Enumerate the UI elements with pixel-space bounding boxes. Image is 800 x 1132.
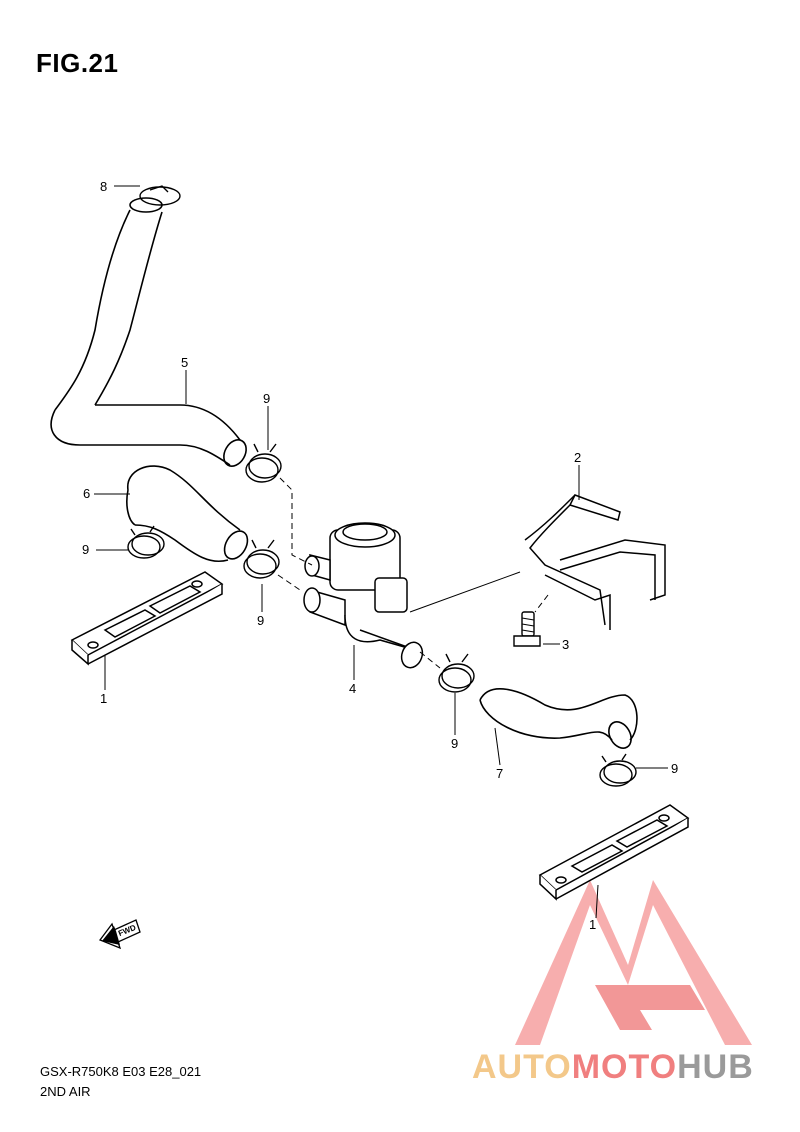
assembly-lines <box>277 477 549 669</box>
clamp-9-left <box>127 525 165 559</box>
cap-8 <box>139 185 181 206</box>
callout-9-top: 9 <box>263 391 271 406</box>
callout-3: 3 <box>562 637 570 652</box>
callout-9-mid: 9 <box>257 613 265 628</box>
bracket-2 <box>524 494 666 630</box>
clamp-9-top <box>245 443 282 483</box>
clamp-9-lower <box>438 653 475 693</box>
bolt-3 <box>513 611 541 647</box>
hose-7 <box>479 688 638 749</box>
callout-9-lower: 9 <box>451 736 459 751</box>
hose-5 <box>50 197 247 467</box>
section-name: 2ND AIR <box>40 1084 91 1099</box>
leader-lines <box>94 185 668 919</box>
callout-1-right: 1 <box>589 917 597 932</box>
callout-9-left: 9 <box>82 542 90 557</box>
reed-plate-1-right <box>538 804 690 901</box>
watermark-hub: HUB <box>677 1048 754 1086</box>
clamp-9-right <box>599 753 637 787</box>
clamp-9-mid <box>243 539 280 579</box>
fwd-arrow <box>98 919 141 950</box>
watermark-logo <box>515 880 752 1045</box>
callout-2: 2 <box>574 450 582 465</box>
callout-4: 4 <box>349 681 357 696</box>
callout-1-left: 1 <box>100 691 108 706</box>
callout-7: 7 <box>496 766 504 781</box>
watermark-text: AUTOMOTOHUB <box>472 1048 754 1087</box>
hose-6 <box>126 465 249 562</box>
valve-4 <box>303 522 424 669</box>
callout-8: 8 <box>100 179 108 194</box>
reed-plate-1-left <box>70 571 224 666</box>
watermark-auto: AUTO <box>472 1048 572 1086</box>
callout-6: 6 <box>83 486 91 501</box>
model-code: GSX-R750K8 E03 E28_021 <box>40 1064 202 1079</box>
valve-bracket-line <box>409 571 521 613</box>
figure-title: FIG.21 <box>36 48 119 78</box>
watermark-moto: MOTO <box>571 1048 678 1086</box>
callout-5: 5 <box>181 355 189 370</box>
callout-9-right: 9 <box>671 761 679 776</box>
